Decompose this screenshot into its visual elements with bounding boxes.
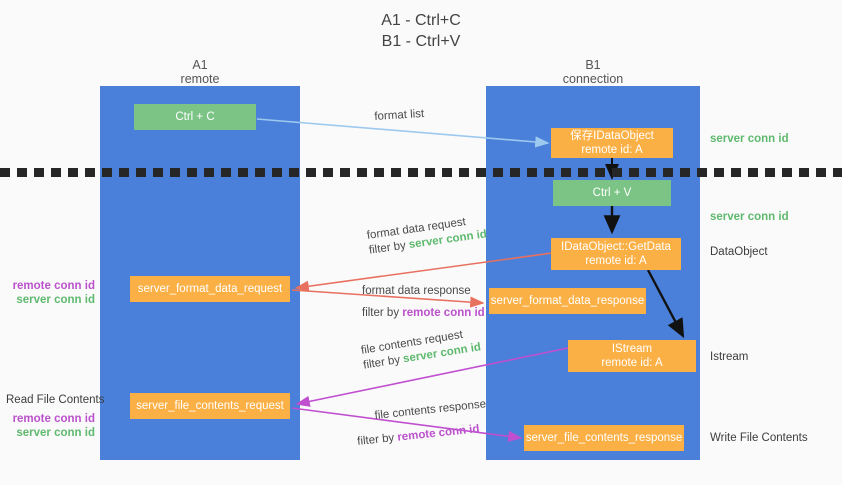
note-read-file-contents: Read File Contents xyxy=(6,394,105,406)
note-server-conn-id-upper: server conn id xyxy=(16,294,95,306)
edge-label-file-contents-response: file contents response filter by remote … xyxy=(357,397,489,448)
node-server-format-data-request[interactable]: server_format_data_request xyxy=(130,276,290,302)
phase-divider-dashed-line xyxy=(0,168,842,177)
node-save-idataobject-label: 保存IDataObject xyxy=(570,130,654,142)
node-istream-remote-id: remote id: A xyxy=(601,357,663,369)
edge-label-format-data-response: format data response filter by remote co… xyxy=(362,284,485,321)
edge-label-file-contents-response-text: file contents response xyxy=(374,398,487,422)
edge-label-file-contents-request: file contents request filter by server c… xyxy=(360,325,482,373)
node-save-idataobject[interactable]: 保存IDataObject remote id: A xyxy=(551,128,673,158)
node-server-file-contents-request[interactable]: server_file_contents_request xyxy=(130,393,290,419)
node-server-format-data-response[interactable]: server_format_data_response xyxy=(489,288,646,314)
edge-label-format-list: format list xyxy=(374,107,425,123)
lane-header-a1-subtitle: remote xyxy=(180,72,220,86)
diagram-title: A1 - Ctrl+C B1 - Ctrl+V xyxy=(381,12,461,50)
lane-header-a1: A1 remote xyxy=(100,58,300,86)
node-ctrl-v-label: Ctrl + V xyxy=(592,187,632,199)
edge-label-format-data-response-text: format data response xyxy=(362,285,471,297)
node-idataobject-getdata-label: IDataObject::GetData xyxy=(561,241,671,253)
note-remote-conn-id-upper: remote conn id xyxy=(12,280,95,292)
node-idataobject-getdata-remote-id: remote id: A xyxy=(585,255,647,267)
node-server-format-data-response-label: server_format_data_response xyxy=(490,295,645,307)
lane-header-b1-subtitle: connection xyxy=(562,72,624,86)
edge-label-file-contents-response-filter: filter by remote conn id xyxy=(356,423,481,448)
edge-label-format-data-request: format data request filter by server con… xyxy=(366,212,488,258)
node-ctrl-v[interactable]: Ctrl + V xyxy=(553,180,671,206)
note-remote-conn-id-lower: remote conn id xyxy=(12,413,95,425)
note-dataobject: DataObject xyxy=(710,246,768,258)
filter-id-remote-conn-id: remote conn id xyxy=(402,307,485,319)
note-server-conn-id-top: server conn id xyxy=(710,133,789,145)
filter-id-remote-conn-id-2: remote conn id xyxy=(396,423,481,444)
node-server-format-data-request-label: server_format_data_request xyxy=(137,283,283,295)
node-save-idataobject-remote-id: remote id: A xyxy=(581,144,643,156)
note-write-file-contents: Write File Contents xyxy=(710,432,808,444)
edge-label-format-data-response-filter: filter by remote conn id xyxy=(362,307,485,319)
node-istream-label: IStream xyxy=(611,343,653,355)
lane-header-b1: B1 connection xyxy=(493,58,693,86)
note-istream: Istream xyxy=(710,351,749,363)
lane-header-a1-title: A1 xyxy=(192,58,208,72)
node-server-file-contents-request-label: server_file_contents_request xyxy=(136,400,284,412)
note-server-conn-id-mid: server conn id xyxy=(710,211,789,223)
node-server-file-contents-response[interactable]: server_file_contents_response xyxy=(524,425,684,451)
lane-header-b1-title: B1 xyxy=(585,58,601,72)
node-ctrl-c-label: Ctrl + C xyxy=(175,111,215,123)
node-ctrl-c[interactable]: Ctrl + C xyxy=(134,104,256,130)
node-istream[interactable]: IStream remote id: A xyxy=(568,340,696,372)
node-idataobject-getdata[interactable]: IDataObject::GetData remote id: A xyxy=(551,238,681,270)
note-server-conn-id-lower: server conn id xyxy=(16,427,95,439)
node-server-file-contents-response-label: server_file_contents_response xyxy=(525,432,683,444)
